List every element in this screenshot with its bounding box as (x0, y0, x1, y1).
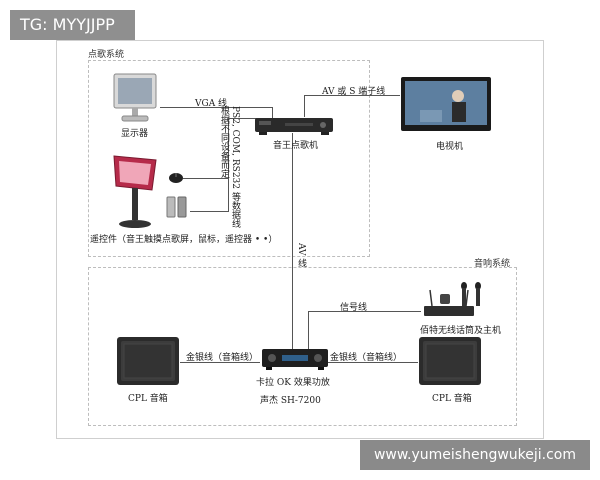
ps2-cable (228, 118, 229, 212)
vga-cable-drop (272, 107, 273, 119)
ps2-cable-bottom (190, 211, 228, 212)
speaker-cable-right-label: 金银线（音箱线） (330, 353, 403, 363)
vga-cable (160, 107, 272, 108)
remote-control-icon (166, 196, 188, 218)
song-player-icon (255, 117, 333, 135)
website-watermark: www.yumeishengwukeji.com (360, 440, 590, 470)
av-s-label: AV 或 S 端子线 (322, 87, 386, 97)
right-speaker-label: CPL 音箱 (432, 394, 472, 404)
audio-system-group (88, 267, 517, 426)
tv-icon (400, 76, 492, 134)
wireless-mic-icon (418, 280, 488, 318)
left-speaker-icon (116, 336, 180, 386)
song-system-group (88, 60, 370, 257)
amplifier-label-line2: 声杰 SH-7200 (260, 396, 321, 406)
ps2-label: PS2, COM, RS232 等数据线 (230, 106, 240, 228)
touch-screen-icon (112, 152, 160, 230)
signal-label: 信号线 (340, 303, 368, 313)
speaker-cable-left (180, 362, 260, 363)
monitor-icon (110, 72, 160, 124)
amplifier-icon (262, 348, 328, 370)
mouse-icon (168, 170, 184, 184)
tg-badge: TG: MYYJJPP (10, 10, 135, 40)
speaker-cable-left-label: 金银线（音箱线） (186, 353, 259, 363)
left-speaker-label: CPL 音箱 (128, 394, 168, 404)
signal-cable (308, 311, 421, 312)
vga-label: VGA 线 (195, 99, 228, 109)
remote-label: 遥控件（音王触摸点歌屏，鼠标，遥控器 • •） (90, 235, 278, 245)
signal-cable-drop (308, 311, 309, 351)
av-cable (292, 133, 293, 351)
monitor-label: 显示器 (121, 129, 149, 139)
av-label: AV 线 (296, 243, 306, 268)
song-player-label: 音王点歌机 (273, 141, 319, 151)
right-speaker-icon (418, 336, 482, 386)
amplifier-label-line1: 卡拉 OK 效果功放 (256, 378, 330, 388)
speaker-cable-right (328, 362, 418, 363)
av-s-cable (304, 95, 400, 96)
audio-system-label: 音响系统 (474, 259, 511, 269)
wireless-mic-label: 佰特无线话筒及主机 (420, 326, 502, 336)
song-system-label: 点歌系统 (88, 50, 125, 60)
ps2-note-label: 根据不同设备而定 (219, 106, 229, 178)
tv-label: 电视机 (436, 142, 464, 152)
av-s-cable-drop (304, 95, 305, 117)
ps2-cable-top (228, 118, 258, 119)
ps2-cable-mouse (183, 178, 228, 179)
